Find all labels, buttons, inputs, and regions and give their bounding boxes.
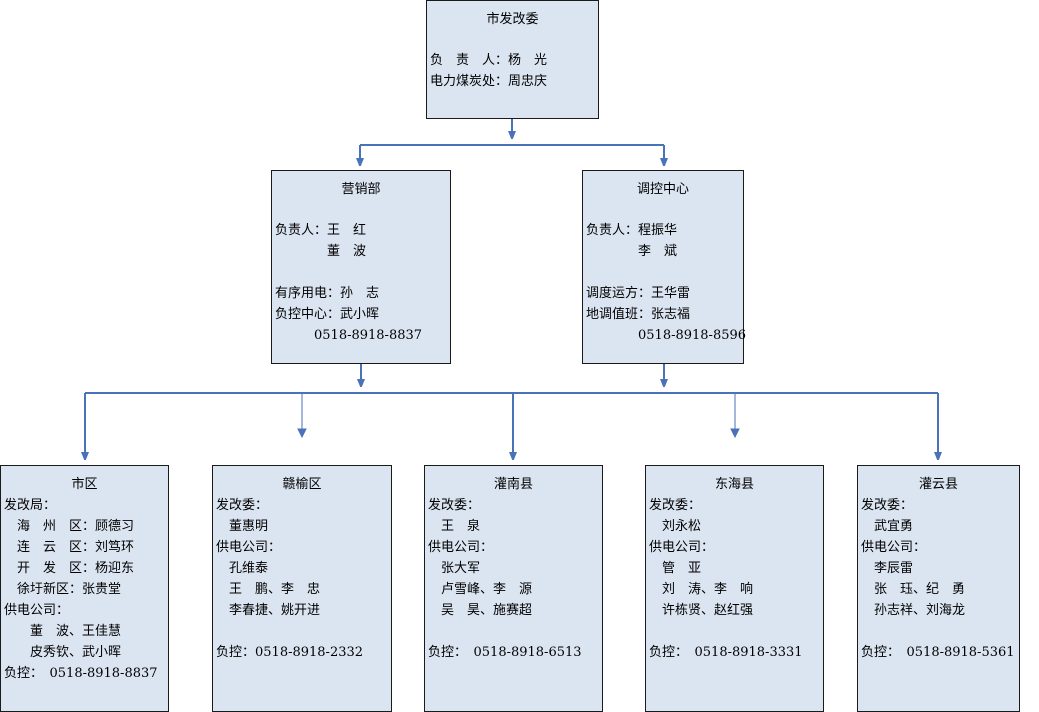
district-line: 发改委： (428, 498, 481, 513)
district-line: 吴 昊、施赛超 (428, 603, 533, 618)
marketing-title: 营销部 (341, 182, 381, 197)
district-line: 供电公司： (4, 603, 70, 618)
district-line: 供电公司： (861, 540, 927, 555)
district-line: 发改委： (861, 498, 914, 513)
district-node-4: 东海县 发改委： 刘永松 供电公司： 管 亚 刘 涛、李 响 许栋贤、赵红强 负… (645, 465, 824, 712)
district-line (646, 621, 823, 642)
root-title: 市发改委 (486, 12, 539, 27)
district-line: 刘永松 (649, 519, 702, 534)
district-line: 董惠明 (216, 519, 269, 534)
dispatch-line: 0518-8918-8596 (586, 328, 747, 343)
district-line: 海 州 区：顾德习 (4, 519, 135, 534)
district-line: 许栋贤、赵红强 (649, 603, 754, 618)
district-title: 赣榆区 (282, 477, 322, 492)
district-line: 徐圩新区：张贵堂 (4, 582, 122, 597)
district-line: 供电公司： (428, 540, 494, 555)
district-title: 灌云县 (918, 477, 958, 492)
marketing-line: 董 波 (275, 244, 367, 259)
district-line: 王 泉 (428, 519, 481, 534)
district-line: 张 珏、纪 勇 (861, 582, 966, 597)
district-line: 负控：0518-8918-2332 (216, 645, 364, 660)
district-line: 孔维泰 (216, 561, 269, 576)
district-line: 皮秀钦、武小晖 (4, 645, 122, 660)
district-line (213, 621, 391, 642)
district-line (425, 621, 602, 642)
marketing-node: 营销部 负责人：王 红 董 波 有序用电：孙 志 负控中心：武小晖 0518-8… (271, 170, 451, 364)
district-line: 孙志祥、刘海龙 (861, 603, 966, 618)
district-line: 张大军 (428, 561, 481, 576)
district-line: 负控： 0518-8918-3331 (649, 645, 803, 660)
marketing-line: 0518-8918-8837 (275, 328, 423, 343)
district-line: 管 亚 (649, 561, 702, 576)
district-line: 供电公司： (216, 540, 282, 555)
district-line: 李春捷、姚开进 (216, 603, 321, 618)
marketing-line: 负控中心：武小晖 (275, 307, 380, 322)
district-node-2: 赣榆区 发改委： 董惠明 供电公司： 孔维泰 王 鹏、李 忠 李春捷、姚开进 负… (212, 465, 392, 712)
district-line: 负控： 0518-8918-8837 (4, 666, 158, 681)
district-node-3: 灌南县 发改委： 王 泉 供电公司： 张大军 卢雪峰、李 源 吴 昊、施赛超 负… (424, 465, 603, 712)
district-line: 连 云 区：刘笃环 (4, 540, 135, 555)
district-line: 开 发 区：杨迎东 (4, 561, 135, 576)
marketing-line (272, 262, 450, 283)
root-line: 负 责 人：杨 光 (430, 53, 548, 68)
dispatch-line: 调度运方：王华雷 (586, 286, 691, 301)
district-node-5: 灌云县 发改委： 武宜勇 供电公司： 李辰雷 张 珏、纪 勇 孙志祥、刘海龙 负… (857, 465, 1020, 712)
district-line: 负控： 0518-8918-5361 (861, 645, 1015, 660)
district-line: 武宜勇 (861, 519, 914, 534)
district-line: 李辰雷 (861, 561, 914, 576)
district-title: 东海县 (714, 477, 754, 492)
dispatch-line (583, 262, 743, 283)
district-line: 发改委： (216, 498, 269, 513)
district-node-1: 市区 发改局： 海 州 区：顾德习 连 云 区：刘笃环 开 发 区：杨迎东 徐圩… (0, 465, 169, 712)
district-line: 董 波、王佳慧 (4, 624, 122, 639)
district-line: 刘 涛、李 响 (649, 582, 754, 597)
dispatch-title: 调控中心 (636, 182, 689, 197)
district-title: 市区 (71, 477, 98, 492)
district-line: 发改局： (4, 498, 57, 513)
district-title: 灌南县 (493, 477, 533, 492)
district-line: 负控： 0518-8918-6513 (428, 645, 582, 660)
root-node: 市发改委 负 责 人：杨 光 电力煤炭处：周忠庆 (426, 0, 599, 119)
district-line: 供电公司： (649, 540, 715, 555)
dispatch-node: 调控中心 负责人：程振华 李 斌 调度运方：王华雷 地调值班：张志福 0518-… (582, 170, 747, 364)
district-line (858, 621, 1019, 642)
dispatch-line: 李 斌 (586, 244, 678, 259)
district-line: 卢雪峰、李 源 (428, 582, 533, 597)
district-line: 发改委： (649, 498, 702, 513)
root-line: 电力煤炭处：周忠庆 (430, 74, 548, 89)
dispatch-line: 地调值班：张志福 (586, 307, 691, 322)
marketing-line: 负责人：王 红 (275, 223, 367, 238)
marketing-line: 有序用电：孙 志 (275, 286, 380, 301)
district-line: 王 鹏、李 忠 (216, 582, 321, 597)
dispatch-line: 负责人：程振华 (586, 223, 678, 238)
